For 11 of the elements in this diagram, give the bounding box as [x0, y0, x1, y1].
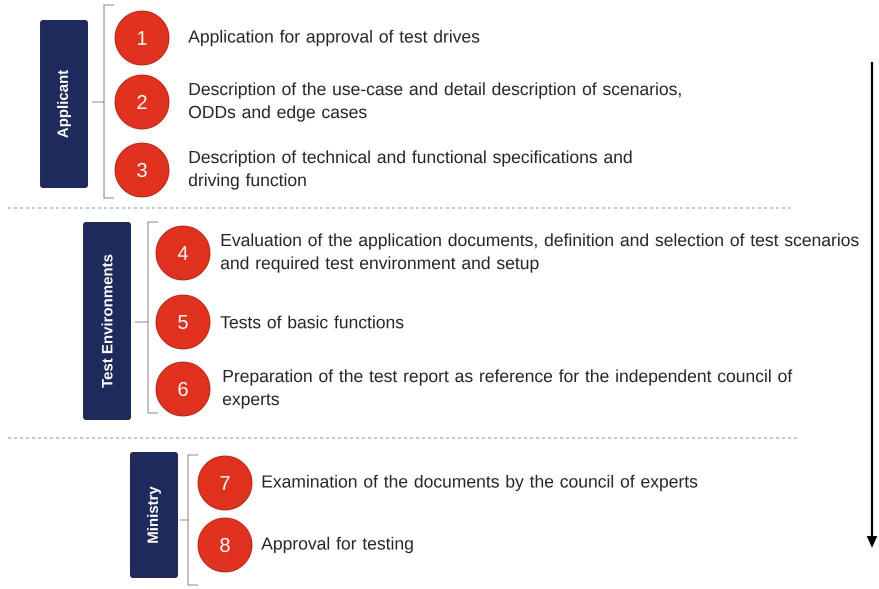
step-description: Description of the use-case and detail description of scenarios, ODDs and edge cases — [189, 82, 681, 122]
role-box: Ministry — [130, 452, 178, 578]
role-box: Applicant — [40, 20, 88, 188]
step-description: Examination of the documents by the council of experts — [262, 474, 698, 492]
step-description: Tests of basic functions — [220, 316, 404, 328]
step-description: Description of technical and functional specifications and driving function — [188, 150, 632, 190]
step-description: Evaluation of the application documents, definition and selection of test scenarios and required test environment and setup — [220, 233, 859, 273]
step-description: Preparation of the test report as reference for the independent council of experts — [222, 369, 792, 409]
step-description: Application for approval of test drives — [188, 30, 480, 46]
step-description: Approval for testing — [261, 536, 413, 554]
role-box: Test Environments — [83, 222, 131, 420]
